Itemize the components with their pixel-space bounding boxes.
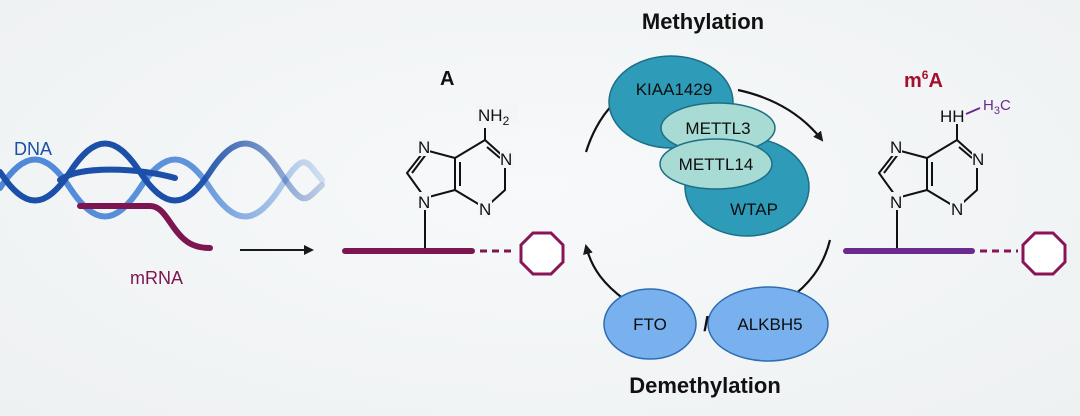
writer-mettl3-label: METTL3 bbox=[685, 119, 750, 138]
adenine-cap-ring bbox=[519, 231, 565, 276]
demethylation-title: Demethylation bbox=[629, 373, 781, 398]
writer-mettl14-label: METTL14 bbox=[679, 155, 754, 174]
svg-text:N: N bbox=[479, 200, 491, 219]
dna-label: DNA bbox=[14, 139, 52, 159]
svg-text:N: N bbox=[418, 193, 430, 212]
svg-text:N: N bbox=[890, 193, 902, 212]
eraser-fto bbox=[603, 288, 697, 360]
writer-kiaa1429-label: KIAA1429 bbox=[636, 80, 713, 99]
m6a-title: m6A bbox=[904, 68, 943, 92]
adenine-title: A bbox=[440, 68, 454, 90]
dna-bubble-top bbox=[57, 166, 178, 183]
writer-mettl14 bbox=[659, 138, 773, 190]
svg-text:N: N bbox=[951, 200, 963, 219]
m6a-methyl-bond bbox=[965, 107, 981, 115]
eraser-alkbh5 bbox=[707, 286, 829, 362]
svg-text:H3C: H3C bbox=[983, 97, 1011, 117]
eraser-fto-label: FTO bbox=[633, 315, 667, 334]
svg-text:N: N bbox=[500, 150, 512, 169]
demethylation-arrow-left bbox=[583, 244, 626, 301]
m6a-cap-ring bbox=[1021, 231, 1067, 276]
mrna-strand bbox=[77, 203, 213, 251]
eraser-group: FTO / ALKBH5 bbox=[603, 286, 829, 362]
dna-strand-front bbox=[0, 140, 325, 204]
mrna-label: mRNA bbox=[130, 268, 183, 288]
writer-wtap-label: WTAP bbox=[730, 200, 778, 219]
dna-helix bbox=[0, 140, 325, 220]
m6a-structure bbox=[877, 124, 978, 250]
svg-text:N: N bbox=[418, 138, 430, 157]
writer-complex: KIAA1429 METTL3 METTL14 WTAP bbox=[608, 55, 810, 237]
m6a-atoms: HH H3C N N N N bbox=[888, 97, 1011, 219]
methylation-arrow bbox=[737, 88, 824, 142]
eraser-alkbh5-label: ALKBH5 bbox=[737, 315, 802, 334]
adenine-structure bbox=[405, 128, 506, 250]
adenine-atoms: NH2 N N N N bbox=[416, 104, 518, 219]
methylation-title: Methylation bbox=[642, 9, 764, 34]
svg-text:N: N bbox=[972, 150, 984, 169]
svg-text:N: N bbox=[890, 138, 902, 157]
svg-text:NH2: NH2 bbox=[478, 106, 510, 128]
svg-text:HH: HH bbox=[940, 107, 965, 126]
eraser-slash: / bbox=[703, 314, 709, 336]
